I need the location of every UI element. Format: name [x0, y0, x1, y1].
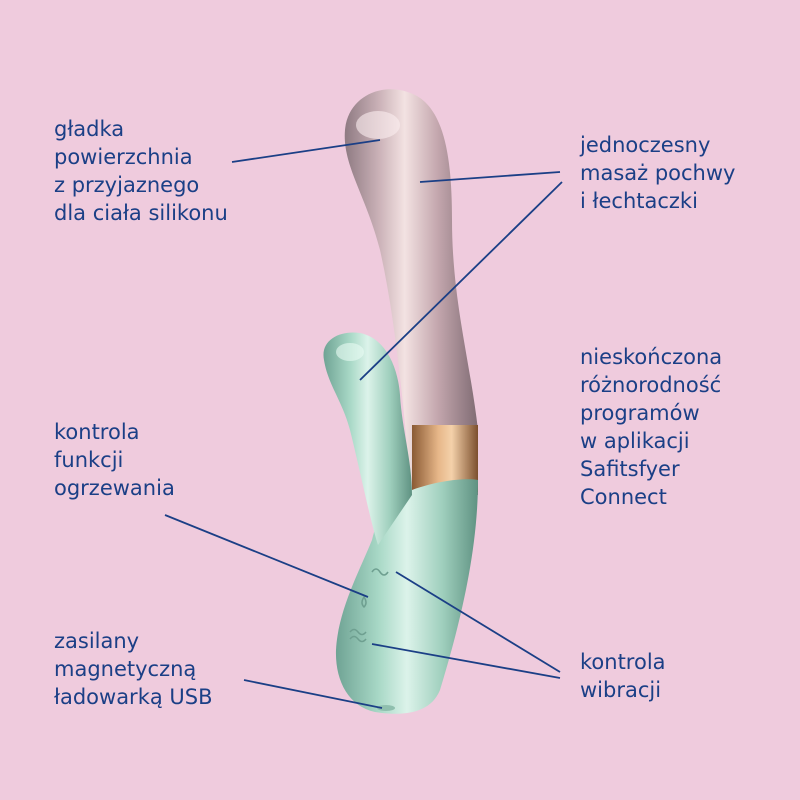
lower-body [335, 479, 478, 714]
callout-line: w aplikacji [580, 429, 690, 453]
callout-app-programs: nieskończona różnorodność programów w ap… [580, 343, 722, 511]
callout-line: powierzchnia [54, 145, 193, 169]
magnetic-charge-port [377, 705, 395, 711]
accent-ring [412, 425, 478, 492]
callout-vibration-control: kontrola wibracji [580, 648, 666, 704]
callout-line: kontrola [54, 420, 140, 444]
heat-drop-icon [361, 595, 367, 609]
callout-line: gładka [54, 117, 125, 141]
callout-line: dla ciała silikonu [54, 201, 228, 225]
leader-usb [243, 679, 383, 709]
callout-line: ładowarką USB [54, 685, 213, 709]
arm-highlight [336, 343, 364, 361]
callout-line: zasilany [54, 629, 140, 653]
callout-line: Connect [580, 485, 667, 509]
leader-massage-shaft [419, 171, 561, 183]
double-wave-icon [349, 628, 367, 643]
callout-line: z przyjaznego [54, 173, 200, 197]
callout-line: Safitsfyer [580, 457, 680, 481]
upper-shaft [344, 89, 478, 496]
callout-line: masaż pochwy [580, 161, 736, 185]
callout-line: jednoczesny [580, 133, 711, 157]
leader-vib-upper [395, 571, 561, 673]
callout-line: kontrola [580, 650, 666, 674]
leader-massage-arm [359, 181, 563, 381]
leader-smooth [231, 139, 381, 163]
leader-lines [164, 139, 563, 709]
callout-smooth-surface: gładka powierzchnia z przyjaznego dla ci… [54, 115, 228, 227]
callout-line: różnorodność [580, 373, 722, 397]
leader-vib-lower [371, 643, 561, 679]
wave-tilde-icon [371, 568, 389, 576]
callout-line: nieskończona [580, 345, 723, 369]
callout-usb-charging: zasilany magnetyczną ładowarką USB [54, 627, 213, 711]
callout-dual-massage: jednoczesny masaż pochwy i łechtaczki [580, 131, 735, 215]
callout-heating-control: kontrola funkcji ogrzewania [54, 418, 175, 502]
callout-line: magnetyczną [54, 657, 197, 681]
clitoral-arm [323, 332, 412, 545]
leader-heat [164, 514, 369, 598]
shaft-highlight [356, 111, 400, 139]
callout-line: funkcji [54, 448, 124, 472]
callout-line: ogrzewania [54, 476, 175, 500]
callout-line: i łechtaczki [580, 189, 698, 213]
callout-line: programów [580, 401, 700, 425]
callout-line: wibracji [580, 678, 662, 702]
